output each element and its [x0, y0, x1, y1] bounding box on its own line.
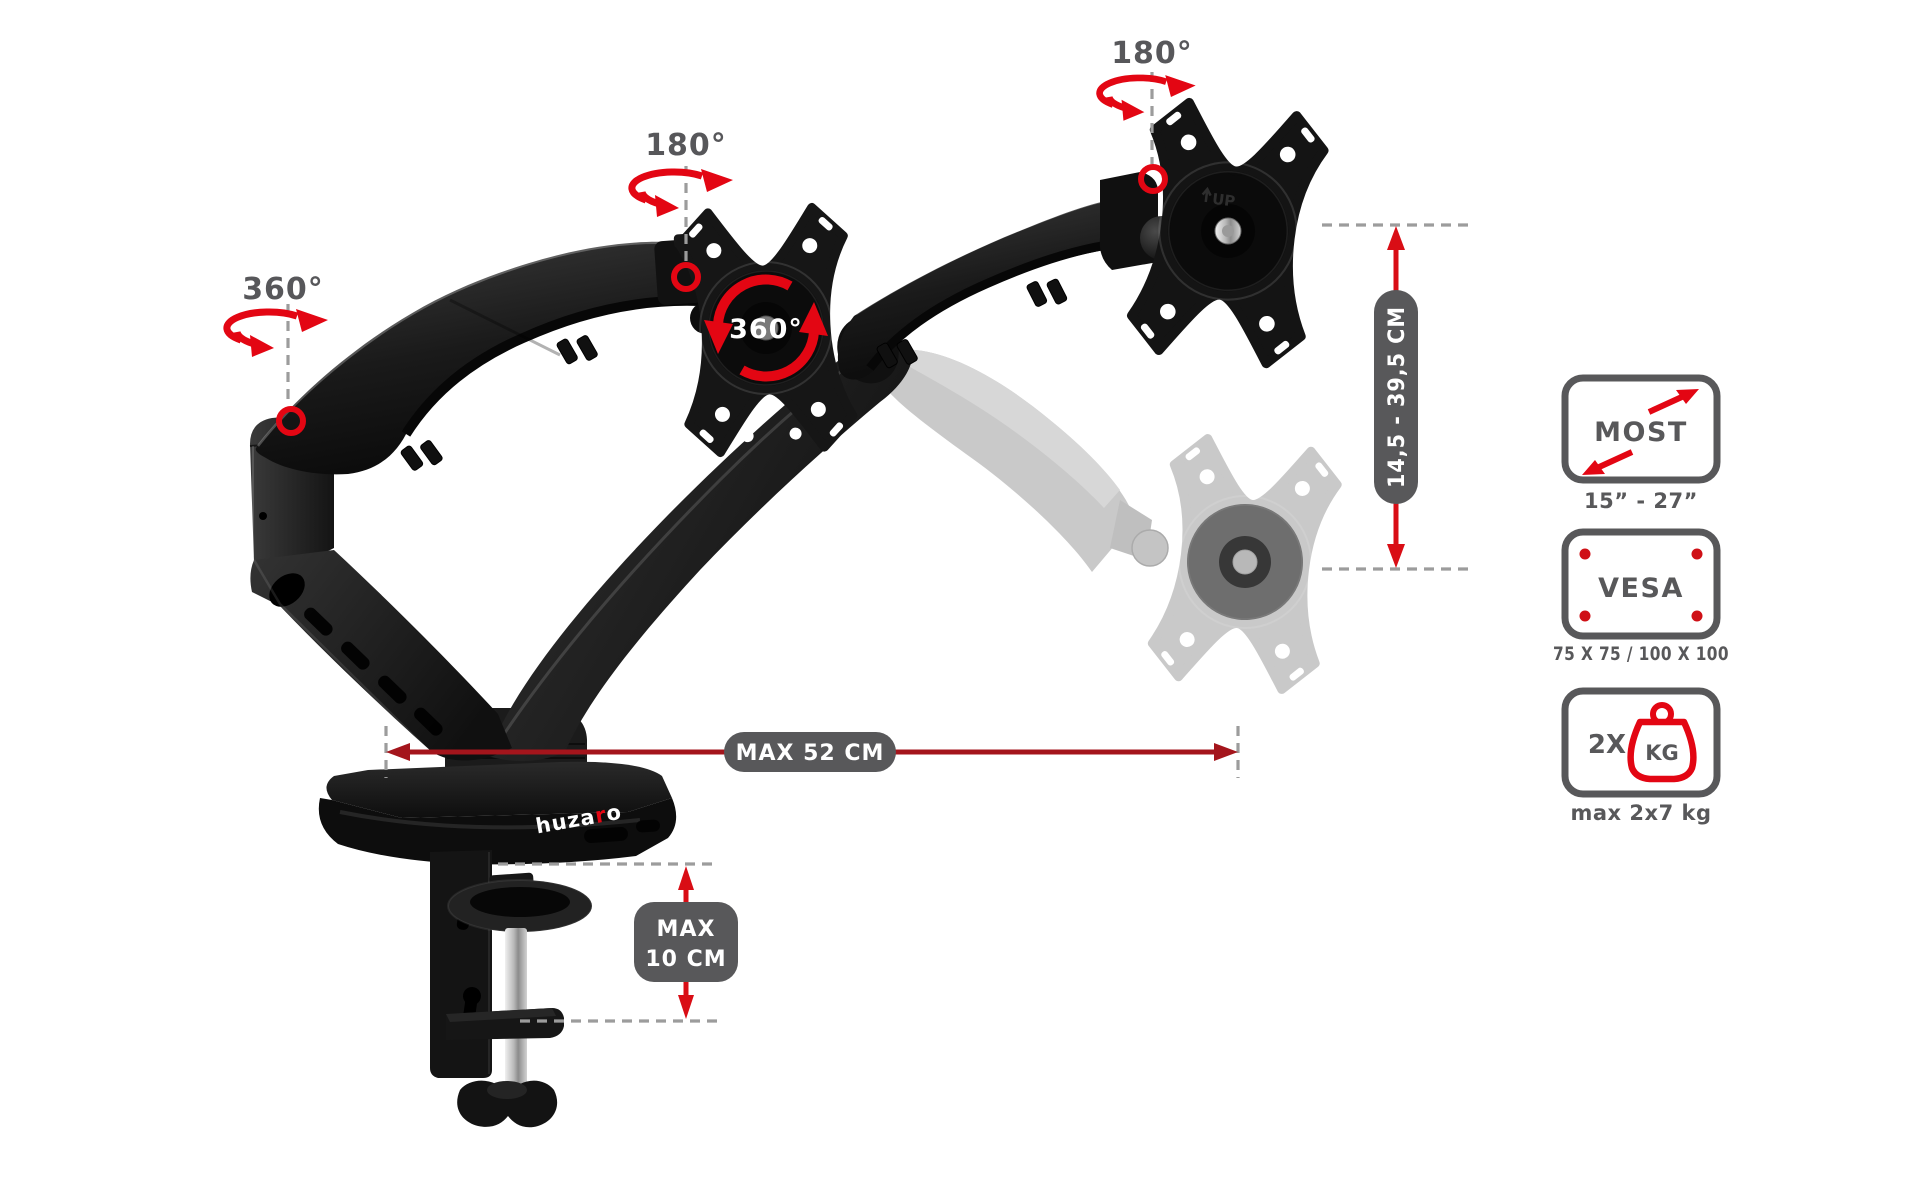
weight-icon: KG: [1627, 702, 1697, 783]
weight-caption: max 2x7 kg: [1571, 801, 1712, 825]
dimension-clamp-thickness: MAX 10 CM: [634, 866, 738, 1019]
rotation-arrow-icon-middle: [632, 169, 733, 217]
clamp-knob: [457, 1080, 558, 1128]
pivot-marker-right: [1138, 164, 1168, 194]
rotation-label-middle: 180°: [645, 128, 727, 163]
desk-clamp-base: huzaro: [318, 708, 677, 1128]
pivot-marker-left: [276, 406, 306, 436]
svg-text:UP: UP: [1211, 190, 1236, 211]
spec-box-screen-size: MOST 15” - 27”: [1561, 374, 1721, 513]
vesa-box-label: VESA: [1598, 573, 1684, 604]
rotation-label-right: 180°: [1111, 36, 1193, 71]
weight-box-label-left: 2X: [1588, 730, 1626, 760]
dimension-height-range: 14,5 - 39,5 CM: [1374, 226, 1418, 568]
vesa-rotation-label: 360°: [729, 314, 803, 345]
vesa-holes-icon: [1579, 548, 1703, 622]
screen-size-caption: 15” - 27”: [1584, 489, 1698, 513]
spec-box-weight: 2X KG max 2x7 kg: [1561, 687, 1721, 825]
dimension-max-reach: MAX 52 CM: [386, 732, 1238, 772]
height-range-label: 14,5 - 39,5 CM: [1385, 306, 1410, 488]
ghost-arm-lowered: [878, 349, 1341, 693]
rotation-annotations: 360° 180° 180°: [227, 36, 1196, 436]
max-reach-label: MAX 52 CM: [736, 741, 885, 766]
lower-arm-left: [250, 550, 512, 761]
base-front: [318, 798, 677, 865]
spec-box-vesa: VESA 75 X 75 / 100 X 100: [1553, 528, 1729, 665]
base-top: [326, 761, 672, 818]
diagonal-arrows-icon: [1582, 389, 1699, 475]
clamp-max-label-line2: 10 CM: [645, 947, 726, 972]
guide-dashed-lines: [286, 72, 1468, 1023]
rotation-arrow-icon-left: [227, 309, 328, 357]
vesa-up-mark: UP: [1201, 186, 1236, 211]
pivot-marker-middle: [671, 262, 701, 292]
clamp-screw-rod: [505, 928, 527, 1088]
clamp-max-label-line1: MAX: [657, 917, 716, 942]
gas-spring-arm-right: [488, 332, 912, 762]
arm-right: UP: [488, 99, 1328, 762]
screen-size-box-label: MOST: [1594, 417, 1688, 448]
weight-box-label-right: KG: [1645, 741, 1679, 765]
vesa-rotation-icon: [704, 274, 828, 382]
vesa-caption: 75 X 75 / 100 X 100: [1553, 643, 1729, 665]
arm-cover-right: [837, 199, 1139, 380]
rotation-label-left: 360°: [242, 272, 324, 307]
